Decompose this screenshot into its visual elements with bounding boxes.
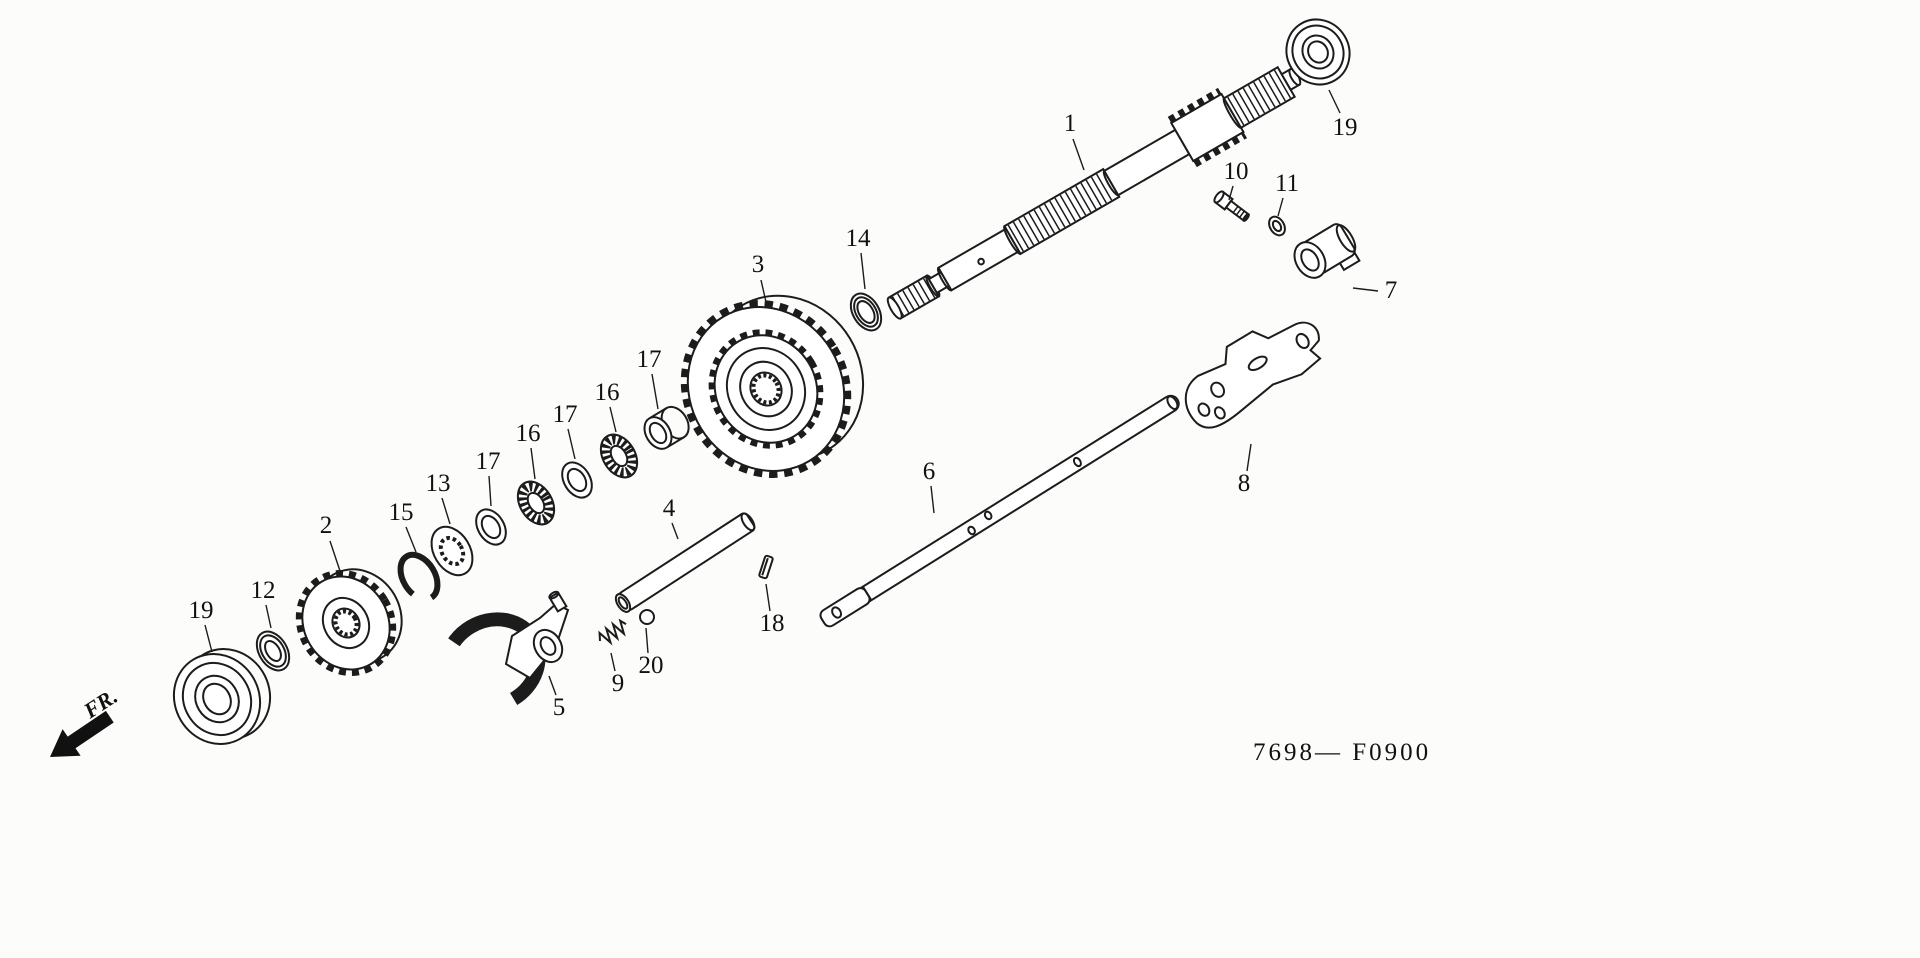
callout-label: 19	[189, 597, 214, 624]
callout-19-left: 19	[189, 597, 214, 653]
callout-label: 6	[923, 458, 936, 485]
callouts: 1 19 10 11 7 14 3 17	[189, 89, 1398, 721]
part-bolt-10	[1213, 190, 1250, 223]
part-needle-bearing-16-a	[516, 480, 556, 526]
part-pivot-boss-7	[1293, 223, 1361, 279]
part-collar-17-a	[475, 508, 507, 546]
part-needle-bearing-16-b	[599, 433, 639, 479]
part-shift-fork-5	[438, 590, 570, 714]
callout-9: 9	[610, 652, 625, 697]
callout-label: 1	[1064, 110, 1077, 137]
callout-16-b: 16	[595, 379, 620, 433]
fr-direction-marker: FR.	[50, 683, 122, 757]
callout-2: 2	[320, 512, 342, 575]
part-ball-20	[639, 609, 655, 625]
callout-17-b: 17	[553, 401, 578, 460]
fr-arrow-icon	[50, 710, 114, 757]
callout-11: 11	[1275, 170, 1299, 217]
callout-label: 9	[612, 670, 625, 697]
callout-label: 7	[1385, 277, 1398, 304]
callout-label: 19	[1333, 114, 1358, 141]
callout-label: 15	[389, 499, 414, 526]
callout-label: 14	[846, 225, 872, 252]
part-bearing-19-left	[172, 648, 272, 745]
part-washer-11	[1268, 215, 1286, 237]
callout-7: 7	[1352, 277, 1398, 304]
part-spring-9	[598, 618, 627, 646]
callout-15: 15	[389, 499, 417, 553]
callout-14: 14	[846, 225, 872, 290]
callout-3: 3	[752, 251, 767, 303]
part-shift-plate-8	[1184, 321, 1322, 429]
part-fork-shaft-6	[819, 394, 1180, 628]
callout-label: 8	[1238, 470, 1251, 497]
part-gear-3-large	[680, 294, 865, 478]
callout-label: 12	[251, 577, 276, 604]
callout-label: 17	[637, 346, 662, 373]
callout-6: 6	[923, 458, 936, 514]
callout-8: 8	[1238, 443, 1252, 497]
callout-10: 10	[1224, 158, 1249, 201]
part-pin-18	[758, 554, 774, 580]
callout-16-a: 16	[516, 420, 541, 480]
callout-19-upper: 19	[1328, 89, 1358, 141]
part-bearing-19-right	[1285, 18, 1351, 86]
callout-13: 13	[426, 470, 451, 525]
callout-5: 5	[548, 675, 566, 721]
callout-17-c: 17	[637, 346, 662, 410]
callout-label: 3	[752, 251, 765, 278]
callout-17-a: 17	[476, 448, 501, 507]
callout-label: 5	[553, 694, 566, 721]
part-collar-17-c	[643, 405, 690, 450]
callout-label: 11	[1275, 170, 1299, 197]
fr-label: FR.	[78, 683, 122, 723]
part-collar-17-b	[561, 461, 593, 499]
callout-label: 13	[426, 470, 451, 497]
callout-label: 4	[663, 495, 676, 522]
callout-label: 18	[760, 610, 785, 637]
callout-4: 4	[663, 495, 679, 540]
part-washer-12	[255, 630, 291, 672]
callout-label: 20	[639, 652, 664, 679]
callout-18: 18	[760, 583, 785, 637]
callout-label: 10	[1224, 158, 1249, 185]
diagram-code: 7698— F0900	[1253, 739, 1431, 766]
callout-20: 20	[639, 627, 664, 679]
part-mainshaft-1	[886, 65, 1302, 320]
callout-label: 17	[553, 401, 578, 428]
part-thrust-washer-14	[849, 292, 883, 332]
callout-label: 2	[320, 512, 333, 539]
callout-label: 16	[595, 379, 620, 406]
callout-12: 12	[251, 577, 276, 629]
callout-label: 16	[516, 420, 541, 447]
part-spline-washer-13	[430, 525, 474, 577]
callout-label: 17	[476, 448, 501, 475]
callout-1: 1	[1064, 110, 1085, 171]
part-gear-2-small	[295, 568, 403, 676]
part-pipe-4	[614, 512, 756, 613]
